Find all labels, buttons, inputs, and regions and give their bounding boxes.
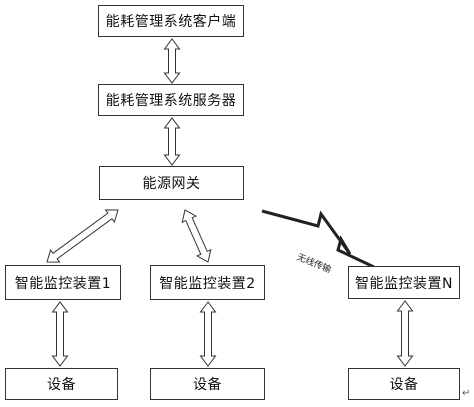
arrow-gateway-device1: [46, 209, 119, 263]
equipment-1: 设备: [5, 368, 118, 400]
arrow-gateway-device2: [181, 209, 212, 263]
monitor-device-2: 智能监控装置2: [150, 265, 265, 300]
client-box: 能耗管理系统客户端: [98, 5, 244, 37]
arrow-deviceN-equipmentN: [396, 300, 414, 367]
paragraph-mark: ↵: [462, 388, 471, 399]
arrow-client-server: [163, 38, 181, 84]
arrow-server-gateway: [163, 117, 181, 166]
wireless-link: [261, 209, 375, 269]
equipment-2: 设备: [150, 368, 265, 400]
monitor-device-1: 智能监控装置1: [5, 265, 121, 300]
server-box: 能耗管理系统服务器: [98, 84, 244, 116]
arrow-device1-equipment1: [51, 301, 69, 367]
equipment-n: 设备: [348, 368, 460, 400]
monitor-device-n: 智能监控装置N: [348, 266, 460, 299]
arrow-device2-equipment2: [199, 301, 217, 367]
gateway-box: 能源网关: [99, 166, 244, 200]
